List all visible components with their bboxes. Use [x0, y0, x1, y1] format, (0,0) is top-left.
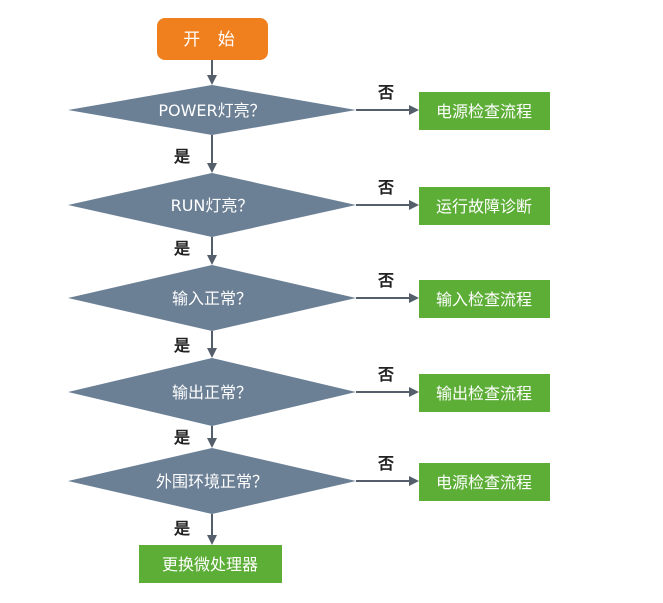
start-label: 开 始: [183, 30, 240, 50]
decision-label-2: RUN灯亮？: [171, 196, 254, 215]
no-label-2: 否: [377, 178, 394, 197]
action-box-4: [419, 374, 550, 412]
action-label-4: 输出检查流程: [436, 384, 532, 403]
action-label-2: 运行故障诊断: [436, 197, 532, 216]
end-label: 更换微处理器: [162, 555, 258, 574]
end-box: [139, 545, 282, 583]
start-box: [157, 18, 268, 60]
action-label-5: 电源检查流程: [436, 473, 532, 492]
step-2: RUN灯亮？ 否 运行故障诊断 是: [68, 173, 550, 265]
no-label-1: 否: [377, 83, 394, 102]
step-4: 输出正常？ 否 输出检查流程 是: [68, 358, 550, 448]
no-label-4: 否: [377, 365, 394, 384]
step-5: 外围环境正常？ 否 电源检查流程 是: [68, 448, 550, 545]
action-box-2: [419, 187, 550, 225]
action-box-5: [419, 463, 550, 501]
step-1: POWER灯亮？ 否 电源检查流程 是: [68, 83, 550, 173]
step-3: 输入正常？ 否 输入检查流程 是: [68, 265, 550, 358]
decision-diamond-5: [68, 448, 356, 514]
decision-diamond-2: [68, 173, 356, 237]
decision-diamond-4: [68, 358, 356, 426]
yes-label-1: 是: [173, 147, 190, 166]
decision-label-4: 输出正常？: [172, 383, 252, 402]
decision-label-3: 输入正常？: [172, 289, 252, 308]
action-box-3: [419, 280, 550, 318]
decision-diamond-1: [68, 85, 356, 135]
end-node: 更换微处理器: [139, 545, 282, 583]
no-label-5: 否: [377, 454, 394, 473]
start-node: 开 始: [157, 18, 268, 60]
yes-label-4: 是: [173, 428, 190, 447]
yes-label-5: 是: [173, 519, 190, 538]
yes-label-2: 是: [173, 239, 190, 258]
decision-diamond-3: [68, 265, 356, 331]
decision-label-1: POWER灯亮？: [158, 101, 265, 120]
yes-label-3: 是: [173, 336, 190, 355]
action-label-3: 输入检查流程: [436, 290, 532, 309]
no-label-3: 否: [377, 271, 394, 290]
action-box-1: [419, 92, 550, 130]
decision-label-5: 外围环境正常？: [156, 472, 268, 491]
action-label-1: 电源检查流程: [436, 102, 532, 121]
